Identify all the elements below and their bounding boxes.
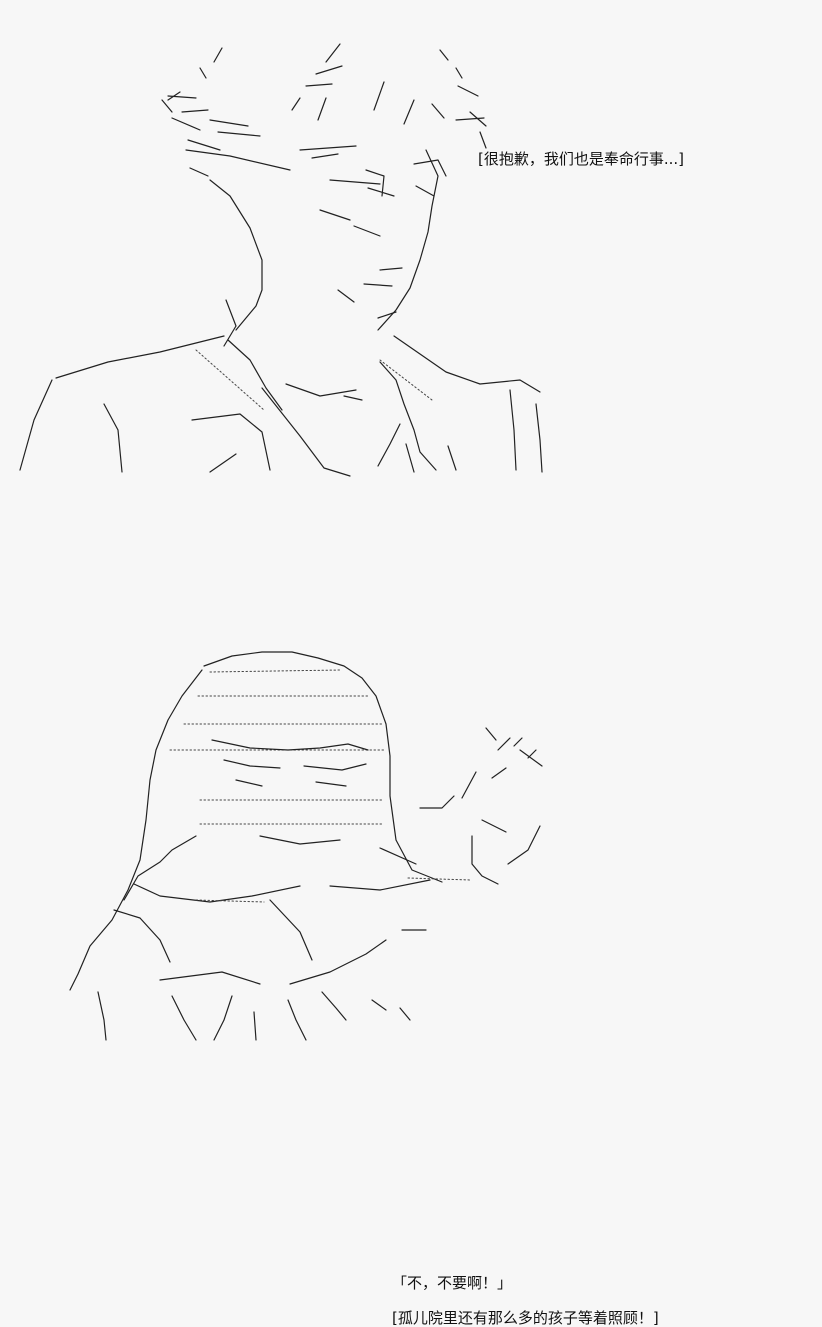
speech-line-plea: 「不，不要啊！」: [392, 1274, 513, 1292]
bottom-panel: 「不，不要啊！」 [孤儿院里还有那么多的孩子等着照顾！]: [0, 600, 822, 1327]
boy-ascii-art-figure: [19, 43, 543, 477]
nun-ascii-art-figure: [69, 651, 543, 1041]
speech-line-orphanage: [孤儿院里还有那么多的孩子等着照顾！]: [392, 1309, 659, 1327]
top-panel: [很抱歉，我们也是奉命行事...]: [0, 0, 822, 520]
speech-line-apology: [很抱歉，我们也是奉命行事...]: [478, 150, 685, 168]
